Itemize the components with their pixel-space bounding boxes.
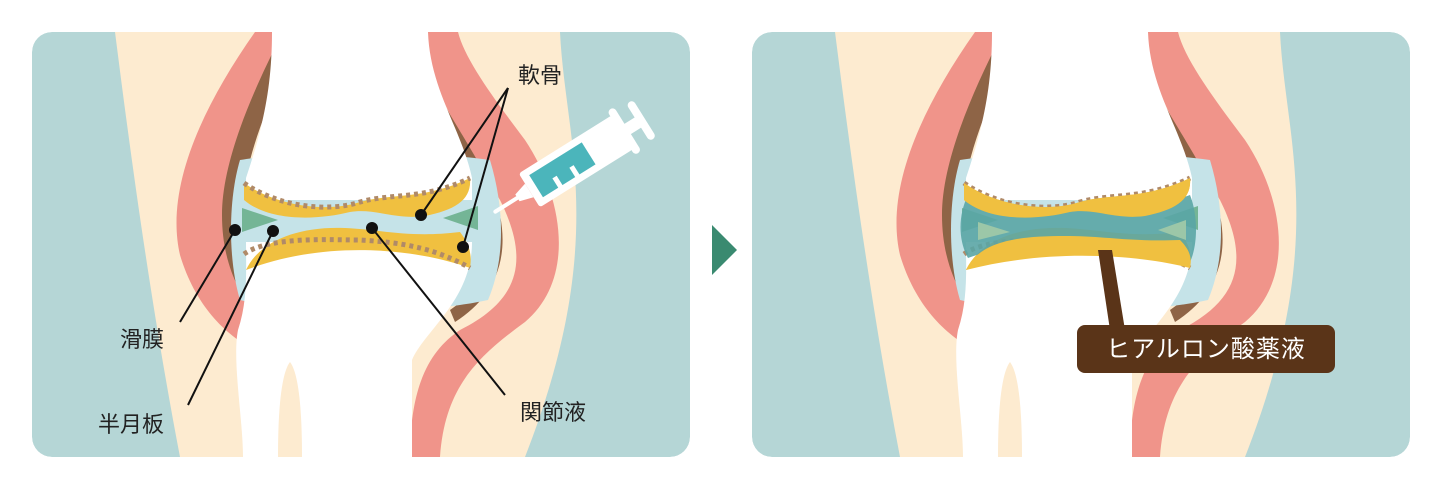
label-meniscus: 半月板 (98, 413, 165, 438)
label-hyaluronic-acid: ヒアルロン酸薬液 (1077, 325, 1335, 373)
callouts (179, 87, 509, 406)
label-synovial-fluid: 関節液 (520, 401, 587, 426)
before-panel (32, 32, 690, 457)
after-panel (752, 32, 1410, 457)
arrow-right-icon (712, 225, 737, 275)
label-synovium: 滑膜 (120, 328, 165, 353)
label-cartilage: 軟骨 (518, 64, 563, 89)
syringe-icon (493, 101, 655, 214)
tag-pointer (1098, 250, 1125, 330)
